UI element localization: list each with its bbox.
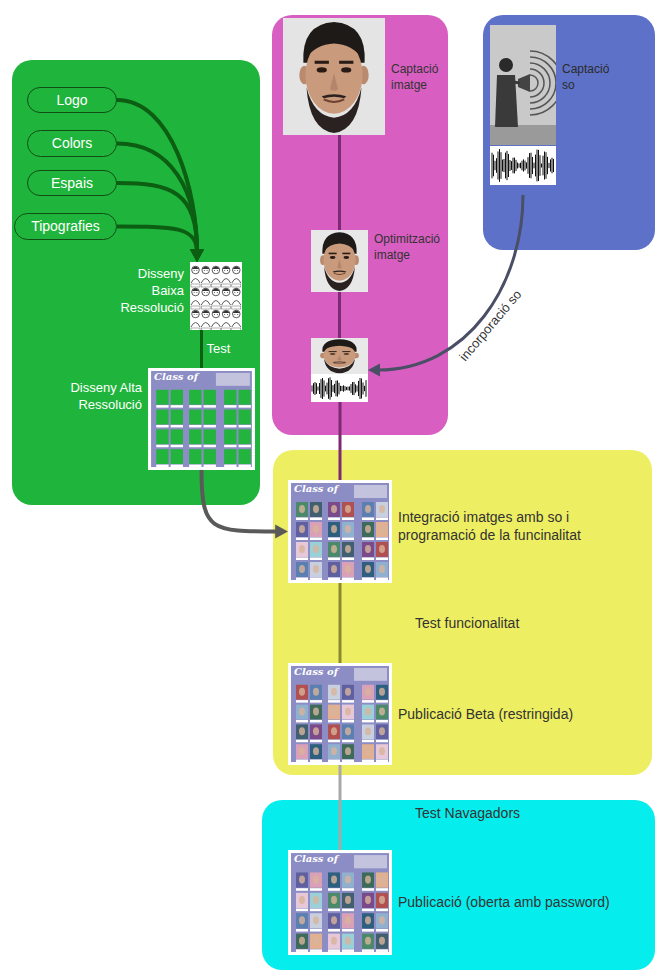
node-label: Optimització imatge [374,232,444,263]
image-node [311,338,368,402]
edge-label: Test funcionalitat [415,614,519,632]
pill-label: Tipografies [31,217,100,235]
connector [368,195,523,377]
arrowhead [190,249,204,262]
connector-line [378,195,523,370]
edge-label: incorporació so [456,287,526,365]
portrait-with-sound [311,338,368,402]
pill-label: Espais [51,174,93,192]
connector-line [117,144,197,252]
connector [117,100,204,262]
connector-line [338,292,341,338]
pill-box: Espais [27,170,117,196]
connector [339,135,340,230]
sound-photo [490,25,556,185]
connector-line [117,100,197,252]
image-node: Captació imatge [283,18,385,135]
board-title: Class of [294,483,338,495]
pill-label: Colors [52,134,92,152]
node-label: Publicació Beta (restringida) [398,705,630,723]
arrowhead [190,249,204,262]
node-label: Publicació (oberta amb password) [398,893,630,911]
image-node: Publicació Beta (restringida)Class of [288,663,392,765]
connector-line [200,330,203,368]
image-node: Captació so [490,25,556,185]
image-node: Optimització imatge [311,230,368,292]
connector-line [117,226,197,251]
low-res-sketch [190,262,242,330]
connector-line [339,402,342,480]
pill-box: Tipografies [14,213,117,240]
pill-box: Colors [27,130,117,157]
arrowhead [190,249,204,262]
connector-line [339,583,342,663]
connector [201,330,202,368]
connector [117,144,204,263]
node-label: Captació imatge [391,62,443,93]
portrait-photo [311,230,368,292]
edge-label: Test [207,341,231,358]
board-thumbnail [288,663,392,765]
node-label: Disseny Alta Ressolució [62,380,142,414]
image-node: Publicació (oberta amb password)Class of [288,850,392,955]
connector-line [202,470,278,532]
connector [340,583,341,663]
board-thumbnail [288,480,392,583]
board-title: Class of [154,371,198,383]
board-thumbnail [288,850,392,955]
image-node: Disseny Alta RessolucióClass of [148,368,255,470]
node-label: Captació so [562,62,624,93]
connector [202,470,289,539]
arrowhead [368,363,380,376]
connector [340,402,341,480]
image-node: Disseny Baixa Ressolució [190,262,242,330]
connector [117,183,204,262]
node-label: Disseny Baixa Ressolució [104,266,184,317]
arrowhead [190,249,204,262]
pill-box: Logo [27,87,117,113]
arrowhead [275,524,288,538]
connector-line [117,183,197,252]
board-title: Class of [294,666,338,678]
connector-line [339,765,342,850]
connector-line [338,135,341,230]
portrait-photo [283,18,385,135]
board-title: Class of [294,853,338,865]
connector [340,765,341,850]
pill-label: Logo [56,91,87,109]
node-label: Integració imatges amb so i programació … [398,508,630,544]
connector [339,292,340,338]
board-thumbnail [148,368,255,470]
edge-label: Test Navagadors [415,804,520,822]
image-node: Integració imatges amb so i programació … [288,480,392,583]
connector [117,226,204,262]
